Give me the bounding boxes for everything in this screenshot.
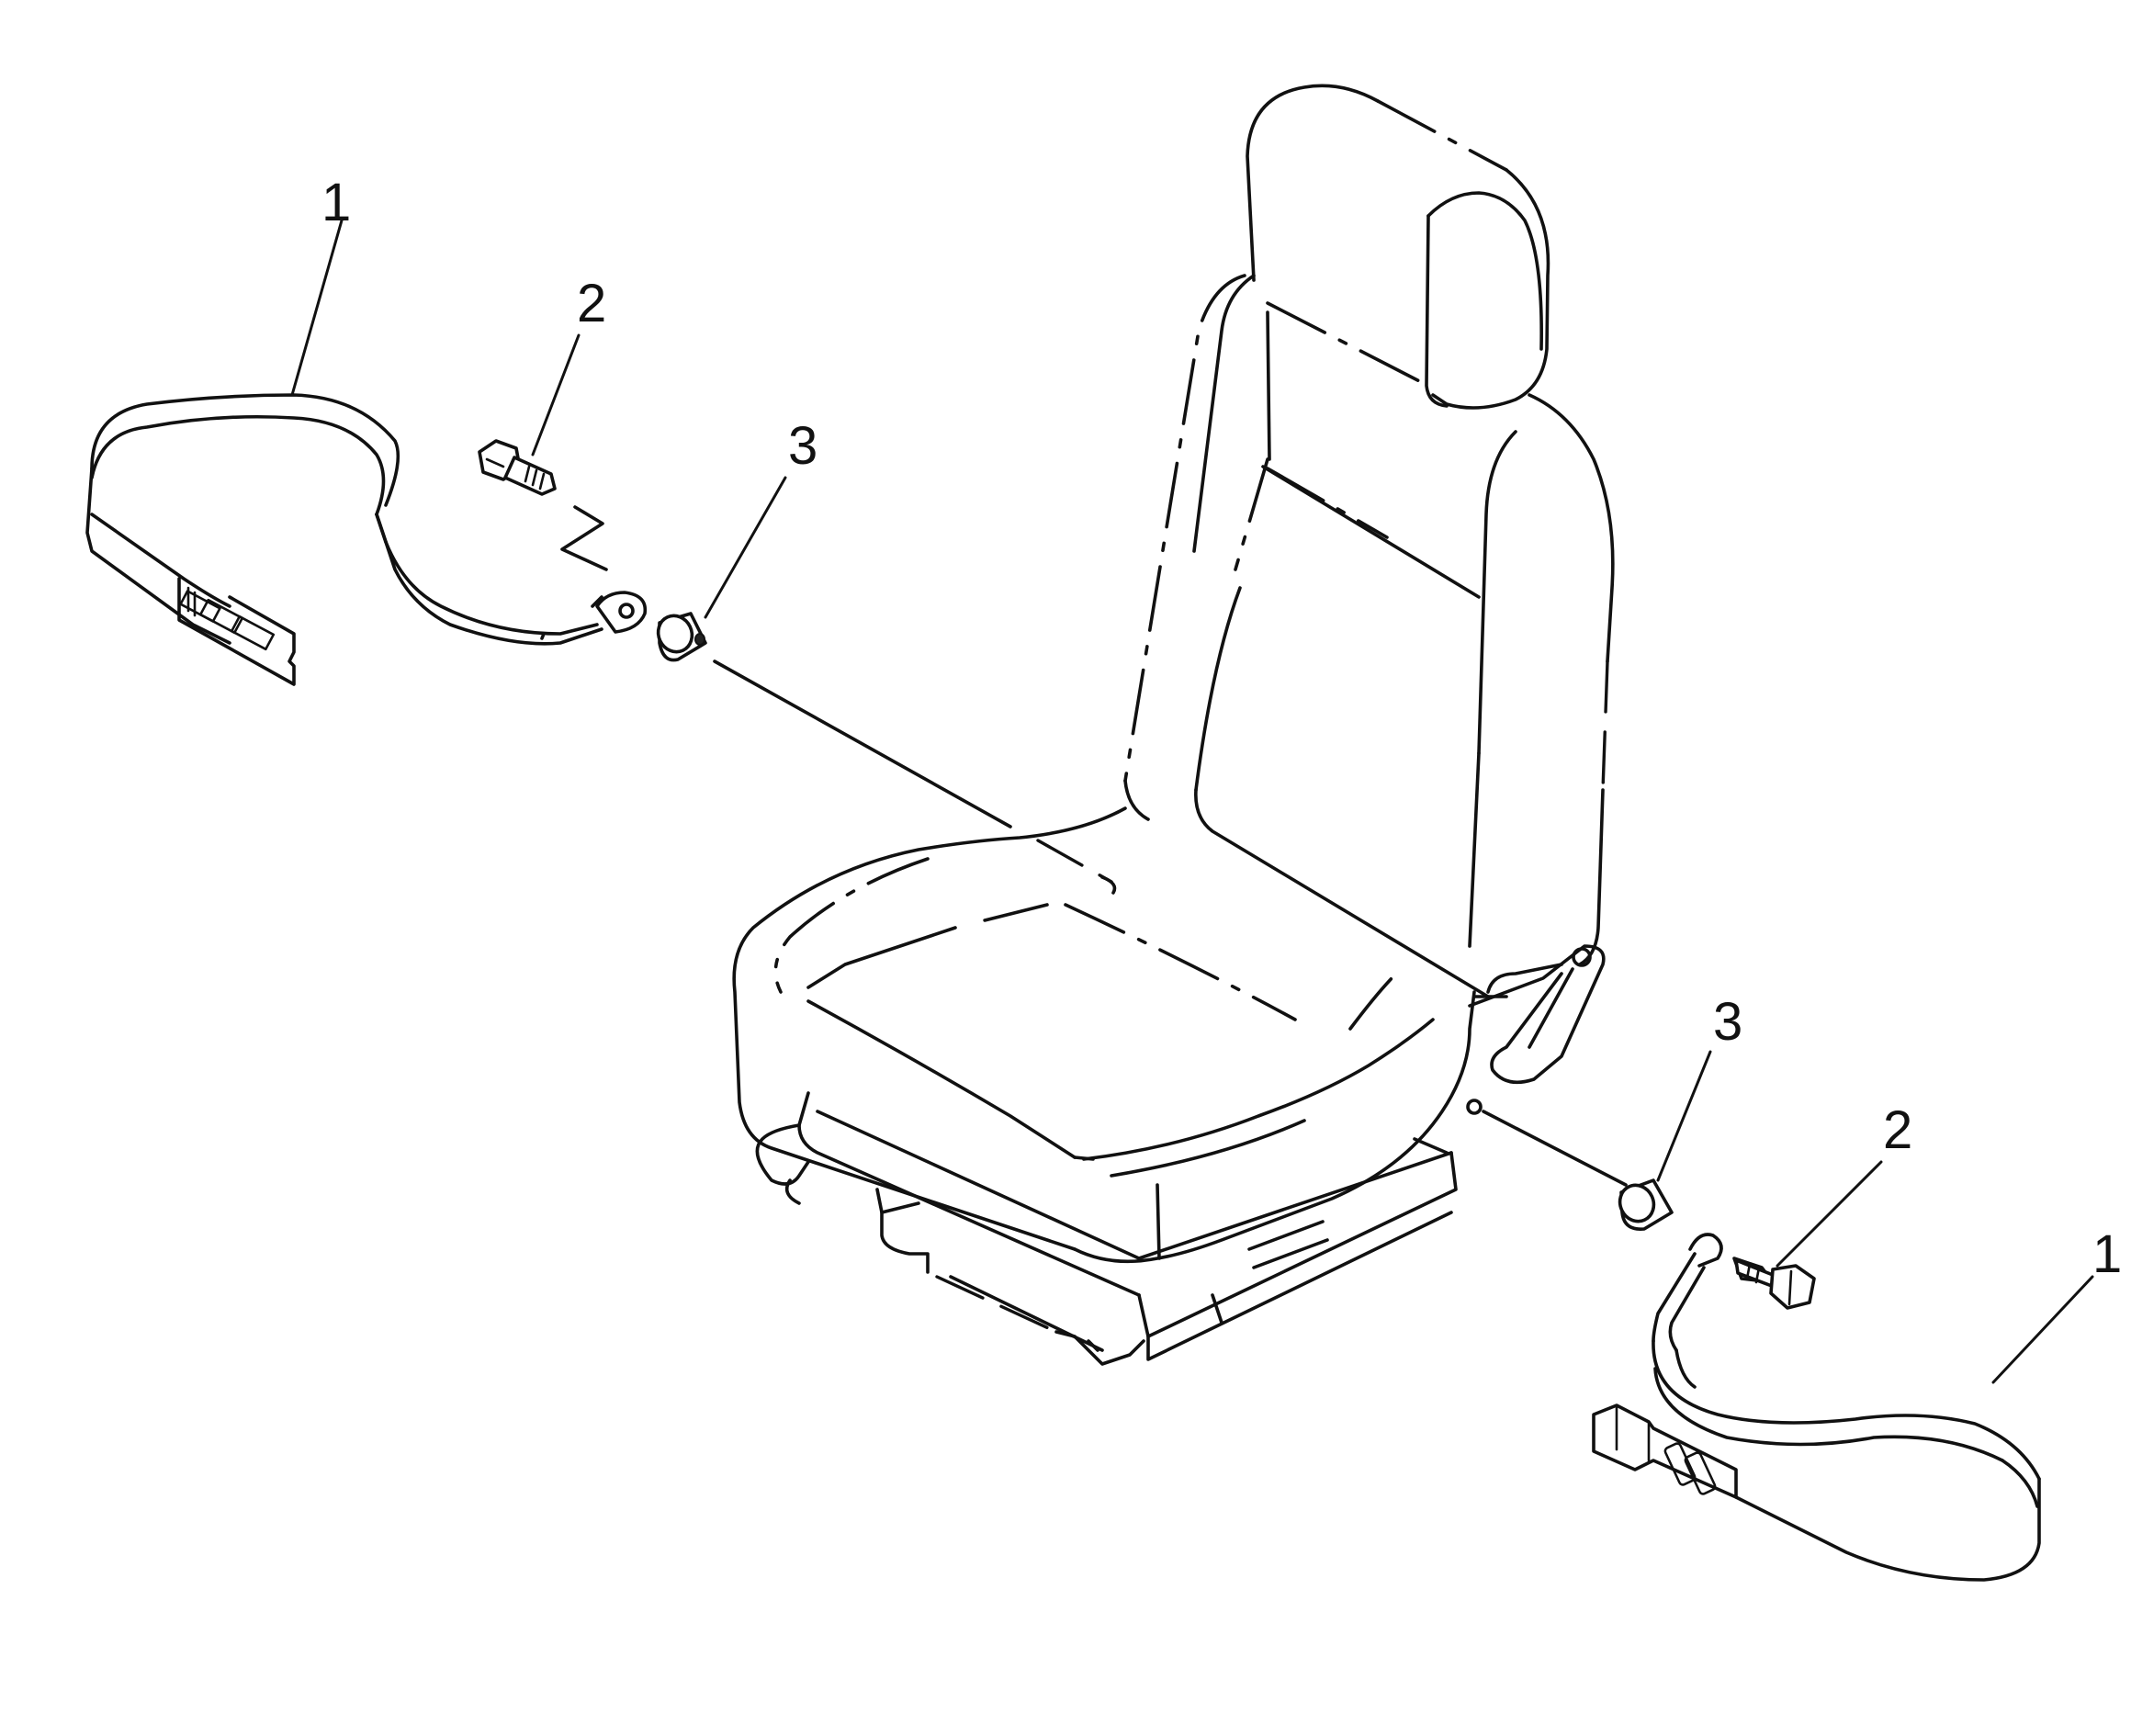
right-spacer [1466, 1099, 1674, 1231]
right-belt-buckle [1592, 1403, 1738, 1499]
callout-1-right: 1 [1991, 1224, 2122, 1384]
left-spacer [656, 612, 1117, 895]
callout-1-left: 1 [290, 173, 351, 397]
recline-lever [1468, 944, 1606, 1085]
left-bolt [478, 439, 608, 571]
callout-3-left: 3 [704, 416, 817, 619]
seat-cushion [732, 806, 1563, 1264]
callout-3-right: 3 [1656, 992, 1742, 1182]
callout-label: 1 [2092, 1224, 2122, 1284]
headrest [1246, 84, 1550, 410]
right-bolt [1732, 1257, 1816, 1310]
seat-back [1123, 274, 1615, 998]
callout-label: 1 [321, 173, 351, 232]
callout-label: 3 [1713, 992, 1742, 1052]
left-seat-belt [85, 393, 648, 686]
callout-label: 3 [788, 416, 817, 476]
slide-rail [755, 1091, 1458, 1366]
right-seat-belt [1592, 1233, 2041, 1582]
callout-2-left: 2 [531, 274, 606, 457]
callout-label: 2 [577, 274, 606, 333]
callout-2-right: 2 [1776, 1100, 1912, 1268]
callout-label: 2 [1883, 1100, 1912, 1160]
left-belt-buckle [177, 577, 296, 686]
operator-seat [732, 84, 1615, 1366]
